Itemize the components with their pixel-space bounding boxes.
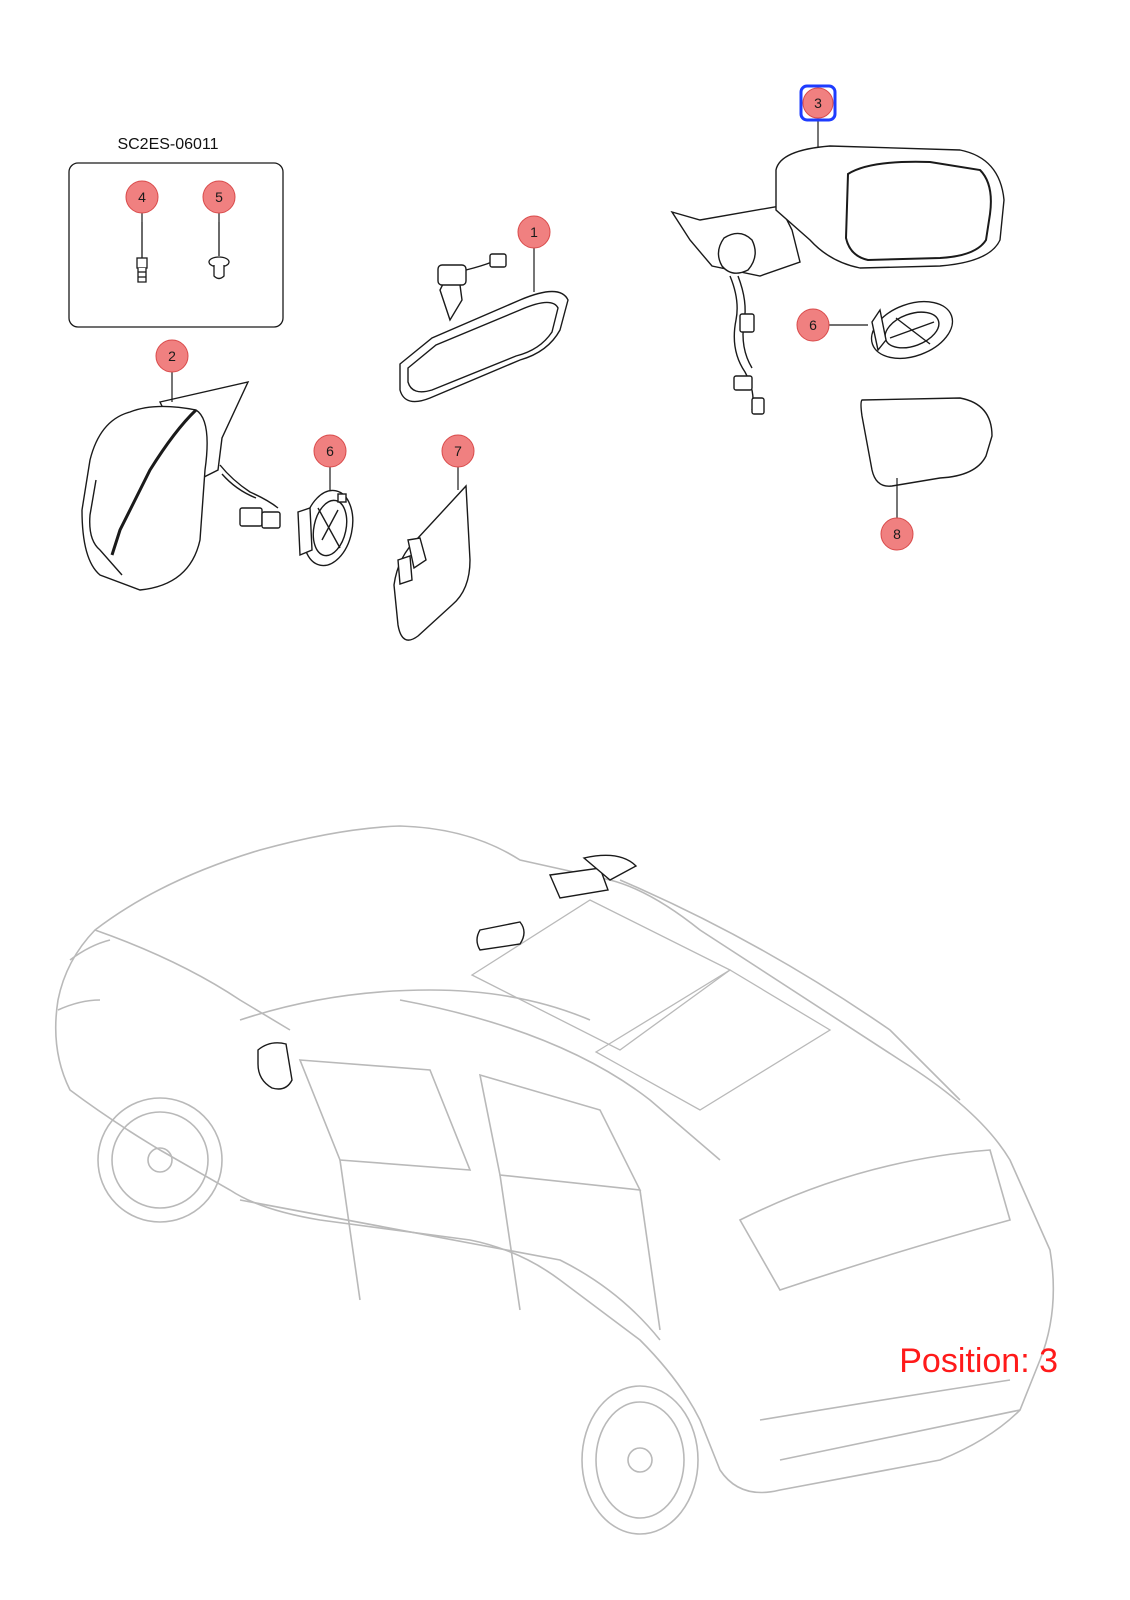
callout-2[interactable]: 2 xyxy=(155,339,189,373)
fastener-kit-group: SC2ES-06011 xyxy=(68,136,284,328)
position-label: Position: 3 xyxy=(899,1342,1058,1380)
svg-text:8: 8 xyxy=(893,526,901,542)
svg-text:3: 3 xyxy=(814,95,822,111)
screw-part xyxy=(208,222,230,280)
svg-text:1: 1 xyxy=(530,224,538,240)
left-mirror-glass-part xyxy=(393,484,471,641)
left-exterior-mirror-part xyxy=(81,381,281,591)
right-mirror-glass-part xyxy=(860,397,993,487)
left-mirror-motor-part xyxy=(297,489,354,567)
callout-8[interactable]: 8 xyxy=(880,517,914,551)
callout-4[interactable]: 4 xyxy=(125,180,159,214)
svg-text:6: 6 xyxy=(326,443,334,459)
callout-7[interactable]: 7 xyxy=(441,434,475,468)
svg-text:7: 7 xyxy=(454,443,462,459)
kit-box xyxy=(68,162,284,328)
callout-1[interactable]: 1 xyxy=(517,215,551,249)
kit-part-number: SC2ES-06011 xyxy=(117,136,218,153)
interior-mirror-part xyxy=(399,253,569,403)
right-exterior-mirror-part xyxy=(670,145,1005,415)
callout-5[interactable]: 5 xyxy=(202,180,236,214)
vehicle-highlighted-parts xyxy=(257,854,638,1090)
right-mirror-motor-part xyxy=(870,300,954,360)
callouts: 4 5 1 2 6 7 3 6 xyxy=(125,84,914,551)
callout-6-right[interactable]: 6 xyxy=(796,308,830,342)
callout-6-left[interactable]: 6 xyxy=(313,434,347,468)
vehicle-outline xyxy=(54,825,1055,1535)
bolt-part xyxy=(136,222,148,283)
svg-text:6: 6 xyxy=(809,317,817,333)
callout-3-highlighted[interactable]: 3 xyxy=(799,84,837,122)
svg-text:4: 4 xyxy=(138,189,146,205)
svg-text:2: 2 xyxy=(168,348,176,364)
svg-text:5: 5 xyxy=(215,189,223,205)
